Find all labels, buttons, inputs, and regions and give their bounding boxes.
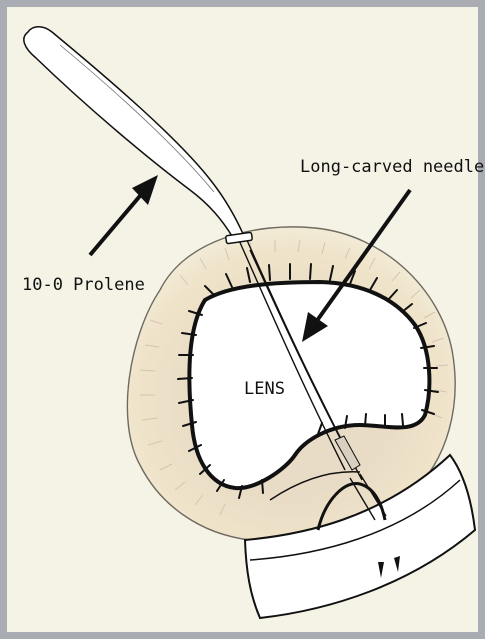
label-long-carved-needles: Long-carved needles (300, 157, 485, 177)
label-10-0-prolene: 10-0 Prolene (22, 275, 145, 295)
label-lens: LENS (244, 379, 285, 399)
arrow-to-suture (90, 175, 158, 255)
